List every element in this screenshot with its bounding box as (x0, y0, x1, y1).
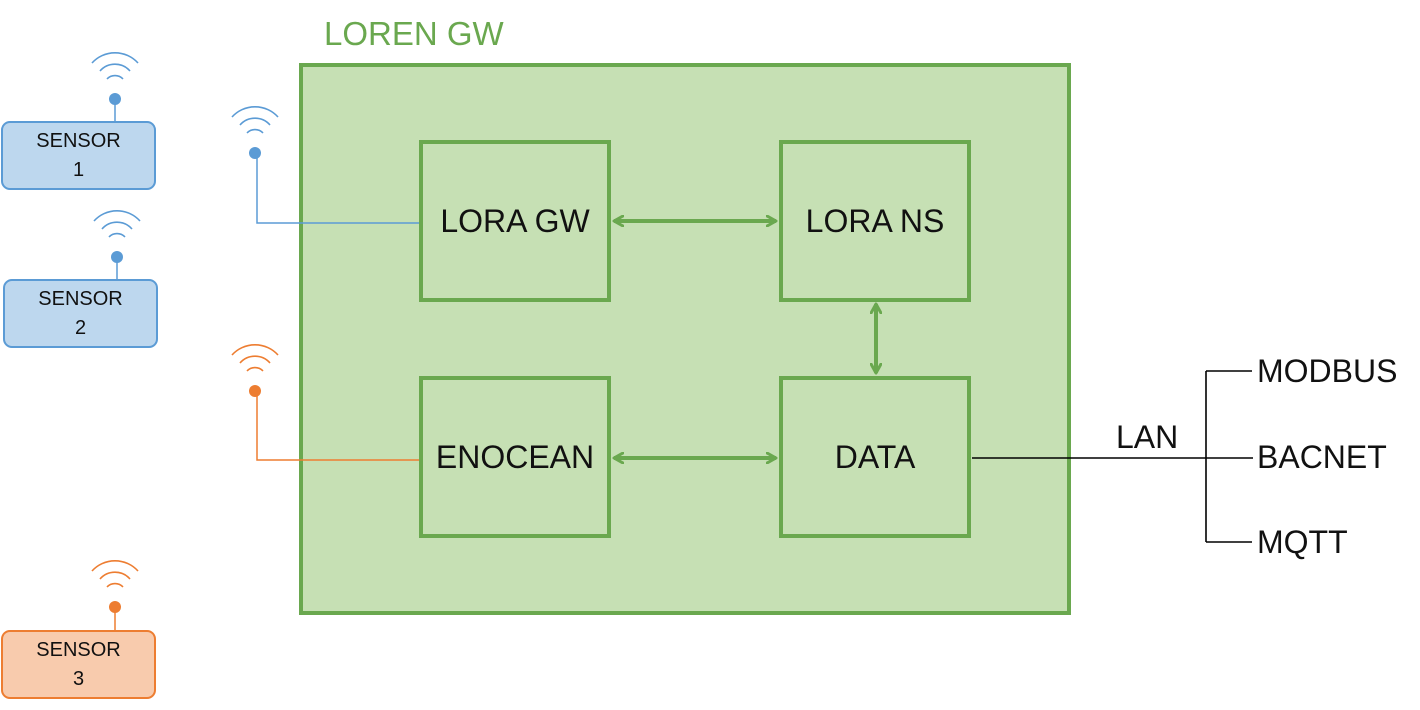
lan-label: LAN (1116, 419, 1179, 455)
sensor-1-antenna-icon (91, 51, 139, 122)
sensor-2: SENSOR 2 (3, 279, 158, 348)
sensor-1-label-line2: 1 (72, 158, 85, 181)
sensor-3: SENSOR 3 (1, 630, 156, 699)
sensor-1: SENSOR 1 (1, 121, 156, 190)
sensor-2-label-line1: SENSOR (38, 287, 123, 310)
gateway-title: LOREN GW (324, 15, 504, 52)
enocean-block: ENOCEAN (419, 376, 611, 538)
lora-gw-block: LORA GW (419, 140, 611, 302)
lan-bus (972, 370, 1253, 543)
lora-ns-label: LORA NS (805, 202, 945, 239)
sensor-3-antenna-icon (91, 559, 139, 631)
gateway-container (299, 63, 1071, 615)
lora-antenna-icon (231, 105, 419, 224)
data-block: DATA (779, 376, 971, 538)
protocol-modbus: MODBUS (1257, 353, 1398, 389)
lora-gw-label: LORA GW (440, 202, 590, 239)
enocean-antenna-icon (231, 343, 419, 461)
protocol-mqtt: MQTT (1257, 524, 1348, 560)
sensor-3-label-line1: SENSOR (36, 638, 121, 661)
data-label: DATA (834, 438, 916, 475)
sensor-2-antenna-icon (93, 209, 141, 280)
sensor-1-label-line1: SENSOR (36, 129, 121, 152)
sensor-2-label-line2: 2 (74, 316, 87, 339)
enocean-label: ENOCEAN (435, 438, 595, 475)
sensor-3-label-line2: 3 (72, 667, 85, 690)
protocol-bacnet: BACNET (1257, 439, 1387, 475)
lora-ns-block: LORA NS (779, 140, 971, 302)
